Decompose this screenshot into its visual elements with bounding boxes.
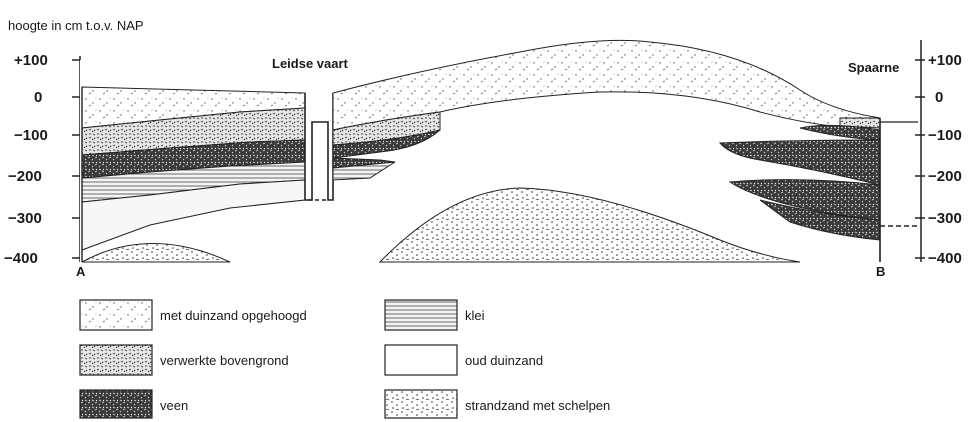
legend-label: met duinzand opgehoogd xyxy=(160,308,307,323)
legend-swatch-klei xyxy=(385,300,457,330)
left-axis: +100 0 −100 −200 −300 −400 xyxy=(4,52,80,267)
right-tick-label: −100 xyxy=(928,127,962,144)
right-tick-label: −300 xyxy=(928,210,962,227)
axis-title: hoogte in cm t.o.v. NAP xyxy=(8,18,144,33)
left-tick-label: −400 xyxy=(4,250,38,267)
legend-swatch-bovengrond xyxy=(80,345,152,375)
left-tick-label: −300 xyxy=(8,210,42,227)
legend-label: verwerkte bovengrond xyxy=(160,353,289,368)
left-tick-label: +100 xyxy=(14,52,48,69)
right-tick-label: +100 xyxy=(928,52,962,69)
right-tick-label: −200 xyxy=(928,168,962,185)
left-tick-label: 0 xyxy=(34,89,42,106)
legend: met duinzand opgehoogd klei verwerkte bo… xyxy=(80,300,610,418)
river-label: Spaarne xyxy=(848,60,899,75)
left-tick-label: −200 xyxy=(8,168,42,185)
right-tick-label: −400 xyxy=(928,250,962,267)
legend-label: veen xyxy=(160,398,188,413)
point-a-label: A xyxy=(76,264,86,279)
legend-swatch-veen xyxy=(80,390,152,418)
legend-swatch-oudduin xyxy=(385,345,457,375)
right-axis: +100 0 −100 −200 −300 −400 xyxy=(915,40,962,267)
left-tick-label: −100 xyxy=(14,127,48,144)
legend-swatch-strandzand xyxy=(385,390,457,418)
legend-label: klei xyxy=(465,308,485,323)
canal-label: Leidse vaart xyxy=(272,56,349,71)
legend-label: strandzand met schelpen xyxy=(465,398,610,413)
legend-swatch-opgehoogd xyxy=(80,300,152,330)
legend-label: oud duinzand xyxy=(465,353,543,368)
point-b-label: B xyxy=(876,264,885,279)
right-tick-label: 0 xyxy=(935,89,943,106)
profile-layers xyxy=(80,40,918,262)
